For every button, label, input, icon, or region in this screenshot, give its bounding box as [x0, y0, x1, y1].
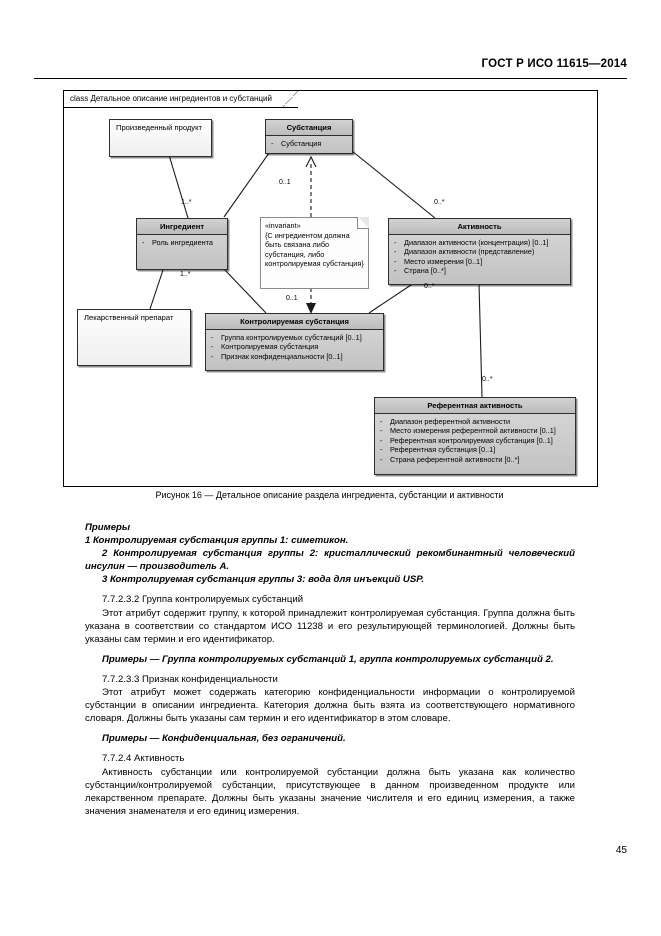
invariant-note: «invariant» {С ингредиентом должна быть …	[260, 217, 369, 289]
class-attribute: Референтная контролируемая субстанция [0…	[378, 436, 572, 446]
example-item: 3 Контролируемая субстанция группы 3: во…	[102, 574, 425, 586]
multiplicity-label: 0..*	[482, 376, 493, 383]
class-attributes: Группа контролируемых субстанций [0..1] …	[206, 330, 383, 364]
class-attribute: Место измерения [0..1]	[392, 257, 567, 267]
class-title: Активность	[389, 219, 570, 235]
class-title: Референтная активность	[375, 398, 575, 414]
section-paragraph: Активность субстанции или контролируемой…	[85, 766, 575, 817]
diagram-frame-label: class Детальное описание ингредиентов и …	[64, 91, 298, 108]
page-header-standard: ГОСТ Р ИСО 11615—2014	[481, 58, 627, 70]
class-title: Субстанция	[266, 120, 352, 136]
class-attribute: Контролируемая субстанция	[209, 342, 380, 352]
class-box-reference-activity[interactable]: Референтная активность Диапазон референт…	[374, 397, 576, 475]
class-attribute: Референтная субстанция [0..1]	[378, 445, 572, 455]
class-attribute: Страна [0..*]	[392, 266, 567, 276]
class-attribute: Роль ингредиента	[140, 238, 224, 248]
class-title: Произведенный продукт	[116, 123, 202, 132]
example-item: Примеры — Конфиденциальная, без ограниче…	[102, 733, 346, 745]
multiplicity-label: 0..1	[286, 295, 298, 302]
class-attributes: Субстанция	[266, 136, 352, 151]
uml-class-diagram: class Детальное описание ингредиентов и …	[63, 90, 598, 487]
class-box-ingredient[interactable]: Ингредиент Роль ингредиента	[136, 218, 228, 270]
class-attribute: Страна референтной активности [0..*]	[378, 455, 572, 465]
section-paragraph: Этот атрибут может содержать категорию к…	[85, 687, 575, 725]
multiplicity-label: 0..*	[434, 199, 445, 206]
note-fold-icon	[357, 217, 369, 229]
header-divider	[34, 78, 627, 79]
diagram-connectors	[149, 150, 483, 398]
multiplicity-label: 0..*	[424, 283, 435, 290]
class-attribute: Группа контролируемых субстанций [0..1]	[209, 333, 380, 343]
section-paragraph: Этот атрибут содержит группу, к которой …	[85, 607, 575, 645]
class-attribute: Признак конфиденциальности [0..1]	[209, 352, 380, 362]
example-item: 1 Контролируемая субстанция группы 1: си…	[85, 535, 349, 547]
multiplicity-label: 0..1	[279, 179, 291, 186]
multiplicity-label: 1..*	[180, 271, 191, 278]
class-title: Ингредиент	[137, 219, 227, 235]
note-stereotype: «invariant»	[265, 221, 301, 230]
multiplicity-label: 1..*	[181, 199, 192, 206]
class-box-substance[interactable]: Субстанция Субстанция	[265, 119, 353, 154]
class-attributes: Диапазон референтной активности Место из…	[375, 414, 575, 467]
class-title: Контролируемая субстанция	[206, 314, 383, 330]
example-item: 2 Контролируемая субстанция группы 2: кр…	[85, 548, 575, 573]
class-attribute: Место измерения референтной активности […	[378, 426, 572, 436]
class-box-activity[interactable]: Активность Диапазон активности (концентр…	[388, 218, 571, 285]
class-box-manufactured-product[interactable]: Произведенный продукт	[109, 119, 212, 157]
class-title: Лекарственный препарат	[84, 313, 174, 322]
section-heading: 7.7.2.3.3 Признак конфиденциальности	[102, 673, 278, 685]
page-number: 45	[615, 845, 627, 856]
class-attribute: Диапазон активности (представление)	[392, 247, 567, 257]
class-box-medicinal-product[interactable]: Лекарственный препарат	[77, 309, 191, 366]
class-attribute: Диапазон референтной активности	[378, 417, 572, 427]
class-box-controlled-substance[interactable]: Контролируемая субстанция Группа контрол…	[205, 313, 384, 371]
class-attributes: Роль ингредиента	[137, 235, 227, 250]
class-attribute: Диапазон активности (концентрация) [0..1…	[392, 238, 567, 248]
section-heading: 7.7.2.3.2 Группа контролируемых субстанц…	[102, 594, 304, 606]
section-heading: 7.7.2.4 Активность	[102, 753, 185, 765]
body-text: Примеры 1 Контролируемая субстанция груп…	[85, 521, 575, 818]
class-attribute: Субстанция	[269, 139, 349, 149]
example-item: Примеры — Группа контролируемых субстанц…	[102, 653, 554, 665]
examples-heading: Примеры	[85, 522, 131, 533]
note-text: {С ингредиентом должна быть связана либо…	[265, 230, 364, 269]
figure-caption: Рисунок 16 — Детальное описание раздела …	[155, 490, 504, 500]
class-attributes: Диапазон активности (концентрация) [0..1…	[389, 235, 570, 279]
